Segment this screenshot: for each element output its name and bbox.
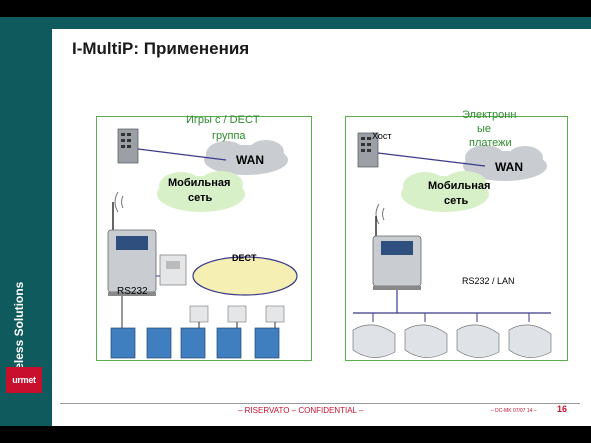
footer-divider	[60, 403, 580, 404]
right-title-line2: ые	[477, 123, 492, 135]
dect-ellipse	[192, 256, 298, 296]
server-link	[137, 148, 227, 161]
host-label: Хост	[372, 131, 392, 141]
mobile-network-cloud	[157, 171, 245, 212]
right-title-line3: платежи	[469, 137, 512, 149]
rs232-lan-label: RS232 / LAN	[462, 276, 515, 286]
server-icon	[117, 128, 139, 164]
gaming-terminal-icon	[110, 327, 280, 359]
left-wan-label: WAN	[236, 153, 264, 167]
signal-icon	[375, 203, 385, 225]
modem-icon	[372, 216, 422, 290]
slide: Wireless Solutions urmet I-MultiP: Приме…	[0, 17, 591, 426]
top-bar	[52, 17, 591, 29]
right-mobile-line2: сеть	[444, 195, 469, 207]
left-diagram	[107, 128, 298, 359]
left-title-line1: Игры с / DECT	[186, 114, 260, 126]
host-server-icon	[357, 132, 379, 168]
page-title: I-MultiP: Применения	[72, 39, 250, 58]
footer-confidential: – RISERVATO – CONFIDENTIAL –	[238, 406, 364, 415]
left-mobile-line1: Мобильная	[168, 177, 231, 189]
page-number: 16	[557, 404, 568, 414]
dect-handset-icon	[189, 305, 285, 323]
rs232-label: RS232	[117, 286, 148, 297]
dect-base-icon	[159, 254, 187, 286]
dect-label: DECT	[232, 253, 257, 263]
host-link	[377, 152, 486, 167]
footer-code: – DC-MK 07/07 14 –	[491, 408, 537, 414]
signal-icon	[114, 191, 124, 213]
wan-cloud	[204, 140, 288, 175]
modem-icon	[107, 202, 157, 296]
payment-terminal-icon	[352, 324, 552, 358]
mobile-network-cloud	[401, 171, 489, 212]
right-title-line1: Электронн	[462, 109, 517, 121]
sidebar	[0, 17, 52, 426]
right-wan-label: WAN	[495, 160, 523, 174]
urmet-logo: urmet	[6, 367, 42, 393]
right-diagram	[352, 132, 552, 358]
left-title-line2: группа	[212, 130, 246, 142]
left-mobile-line2: сеть	[188, 192, 213, 204]
right-mobile-line1: Мобильная	[428, 180, 491, 192]
